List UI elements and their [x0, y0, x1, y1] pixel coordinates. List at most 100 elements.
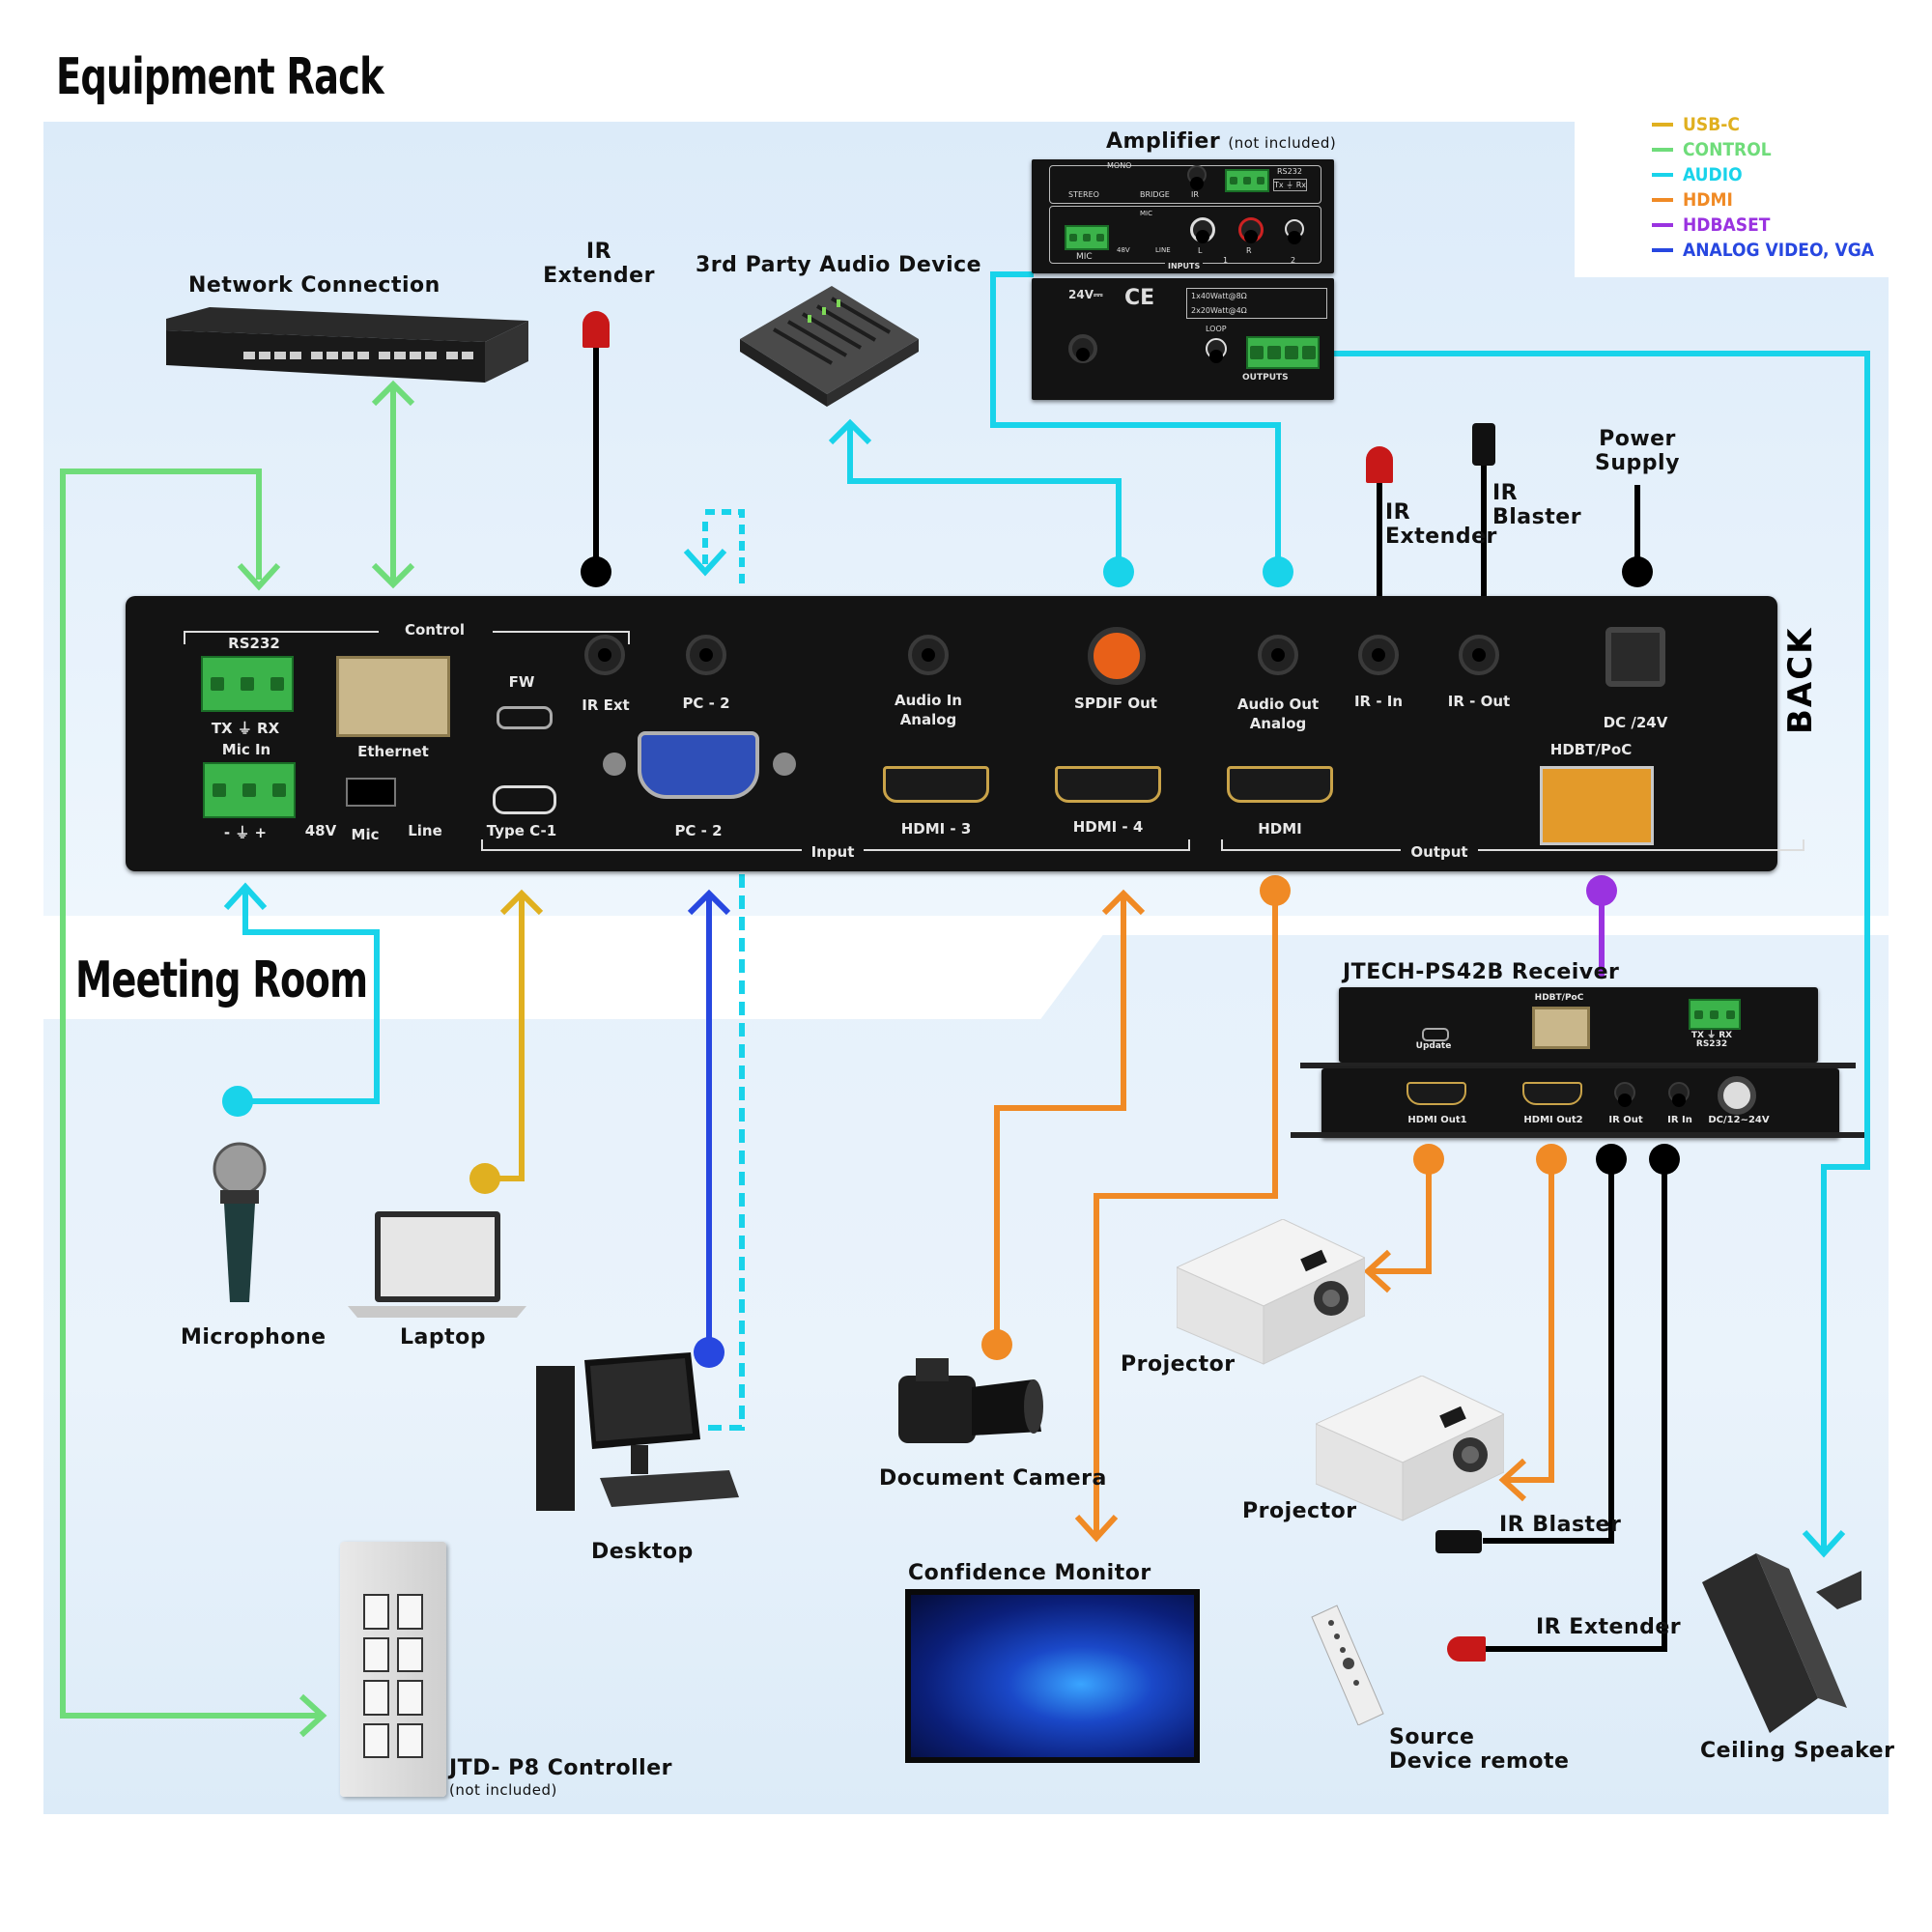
- network-switch: [166, 307, 528, 383]
- camera-graphic: [898, 1358, 1043, 1443]
- ir-out-label: IR - Out: [1447, 693, 1511, 710]
- amp-ce: CE: [1124, 286, 1155, 310]
- receiver-top-panel: Update HDBT/PoC TX ⏚ RX RS232: [1339, 987, 1818, 1063]
- hdmi3-port[interactable]: [883, 766, 989, 803]
- ir-in-jack[interactable]: [1358, 635, 1399, 675]
- hdmi4-port[interactable]: [1055, 766, 1161, 803]
- amp-48v: 48V: [1117, 246, 1130, 254]
- dot-mic: [222, 1086, 253, 1117]
- receiver-label: JTECH-PS42B Receiver: [1343, 960, 1620, 984]
- ir-blaster-right-icon: [1472, 423, 1495, 466]
- arrow-projector2: [1498, 1458, 1527, 1502]
- audio-out-jack[interactable]: [1258, 635, 1298, 675]
- controller-key[interactable]: [397, 1722, 423, 1758]
- mic-line-switch[interactable]: [346, 778, 396, 807]
- control-bracket: [184, 631, 379, 644]
- receiver-hdmi-out1-port[interactable]: [1406, 1082, 1466, 1105]
- legend-swatch: [1652, 248, 1673, 252]
- dot-hdmiout1: [1413, 1144, 1444, 1175]
- audio-mixer-graphic: [740, 286, 919, 407]
- pc2-vga-port[interactable]: [638, 731, 759, 799]
- receiver-hdbt-port[interactable]: [1532, 1007, 1590, 1049]
- legend-label: HDMI: [1683, 189, 1733, 211]
- mic-polarity-label: - ⏚ +: [223, 824, 268, 841]
- dot-doccam: [981, 1329, 1012, 1360]
- legend-item: CONTROL: [1652, 137, 1874, 162]
- receiver-hdmi-out2-port[interactable]: [1522, 1082, 1582, 1105]
- dot-receiver-ir-in: [1649, 1144, 1680, 1175]
- receiver-ir-in-jack[interactable]: [1668, 1082, 1690, 1103]
- arrow-hdmi4: [1101, 889, 1146, 916]
- arrow-control-rs232: [237, 562, 281, 591]
- amp-mic: MIC: [1076, 252, 1093, 262]
- vga-screw-right: [773, 753, 796, 776]
- ir-out-jack[interactable]: [1459, 635, 1499, 675]
- dot-audio-out: [1263, 556, 1293, 587]
- controller-keypad: [363, 1594, 423, 1758]
- wire-receiver-ir-in: [1486, 1159, 1667, 1652]
- controller-key[interactable]: [397, 1594, 423, 1630]
- speaker-graphic: [1702, 1553, 1861, 1733]
- controller-key[interactable]: [363, 1680, 389, 1716]
- amp-ir-jack: [1187, 165, 1207, 185]
- amp-watt1: 1x40Watt@8Ω: [1191, 292, 1247, 300]
- rs232-terminal[interactable]: [201, 656, 294, 712]
- amplifier-power-unit: 24V⎓ CE 1x40Watt@8Ω 2x20Watt@4Ω LOOP OUT…: [1032, 278, 1334, 400]
- legend-label: AUDIO: [1683, 164, 1743, 185]
- remote-graphic: [1311, 1605, 1384, 1726]
- network-connection-label: Network Connection: [188, 273, 440, 298]
- amp-ir: IR: [1191, 190, 1199, 199]
- microphone-icon: [213, 1140, 267, 1304]
- type-c1-port[interactable]: [493, 785, 556, 814]
- ethernet-port[interactable]: [336, 656, 450, 737]
- amp-1: 1: [1223, 256, 1229, 265]
- controller-key[interactable]: [363, 1594, 389, 1630]
- ir-blaster-room-icon: [1435, 1530, 1482, 1553]
- output-label: Output: [1401, 843, 1478, 861]
- confidence-monitor-label: Confidence Monitor: [908, 1561, 1151, 1585]
- receiver-rs232-label: RS232: [1695, 1039, 1728, 1049]
- control-bracket-right: [493, 631, 630, 644]
- control-label: Control: [404, 621, 465, 639]
- dc-jack[interactable]: [1605, 627, 1665, 687]
- arrow-vga: [687, 889, 731, 916]
- controller-key[interactable]: [363, 1636, 389, 1672]
- arrow-mic-in: [223, 882, 268, 911]
- legend-item: HDMI: [1652, 187, 1874, 213]
- legend-swatch: [1652, 223, 1673, 227]
- hdmi-out-port[interactable]: [1227, 766, 1333, 803]
- controller-icon[interactable]: [340, 1542, 446, 1797]
- dot-hdbaset: [1586, 875, 1617, 906]
- receiver-rs232-terminal[interactable]: [1689, 999, 1741, 1030]
- projector2-icon: [1314, 1375, 1506, 1530]
- controller-key[interactable]: [397, 1636, 423, 1672]
- arrow-network-down: [371, 562, 415, 589]
- ir-ext-jack[interactable]: [584, 635, 625, 675]
- audio-in-jack[interactable]: [908, 635, 949, 675]
- receiver-ir-out-jack[interactable]: [1614, 1082, 1635, 1103]
- legend-label: CONTROL: [1683, 139, 1772, 160]
- controller-key[interactable]: [363, 1722, 389, 1758]
- hdmi-out-label: HDMI: [1258, 820, 1302, 838]
- dot-power: [1622, 556, 1653, 587]
- dot-ir-ext: [581, 556, 611, 587]
- dot-laptop: [469, 1163, 500, 1194]
- 48v-label: 48V: [304, 822, 337, 839]
- mic-switch-label: Mic: [351, 826, 380, 843]
- receiver-update-port[interactable]: [1422, 1028, 1449, 1041]
- document-camera-icon: [898, 1352, 1043, 1454]
- hdbt-port[interactable]: [1540, 766, 1654, 845]
- spdif-jack[interactable]: [1088, 627, 1146, 685]
- wire-hdmi-out-monitor: [1094, 891, 1278, 1536]
- fw-usb-port[interactable]: [497, 706, 553, 729]
- desktop-label: Desktop: [591, 1540, 694, 1564]
- amp-mic2: MIC: [1140, 210, 1152, 217]
- mic-in-terminal[interactable]: [203, 762, 296, 818]
- wire-desktop-audio-dash: [705, 874, 745, 1431]
- controller-key[interactable]: [397, 1680, 423, 1716]
- third-party-audio-device: [740, 286, 919, 407]
- receiver-dc-jack[interactable]: [1718, 1076, 1756, 1115]
- ceiling-speaker-label: Ceiling Speaker: [1700, 1739, 1895, 1763]
- amp-input-panel: [1049, 165, 1321, 204]
- pc2-audio-jack[interactable]: [686, 635, 726, 675]
